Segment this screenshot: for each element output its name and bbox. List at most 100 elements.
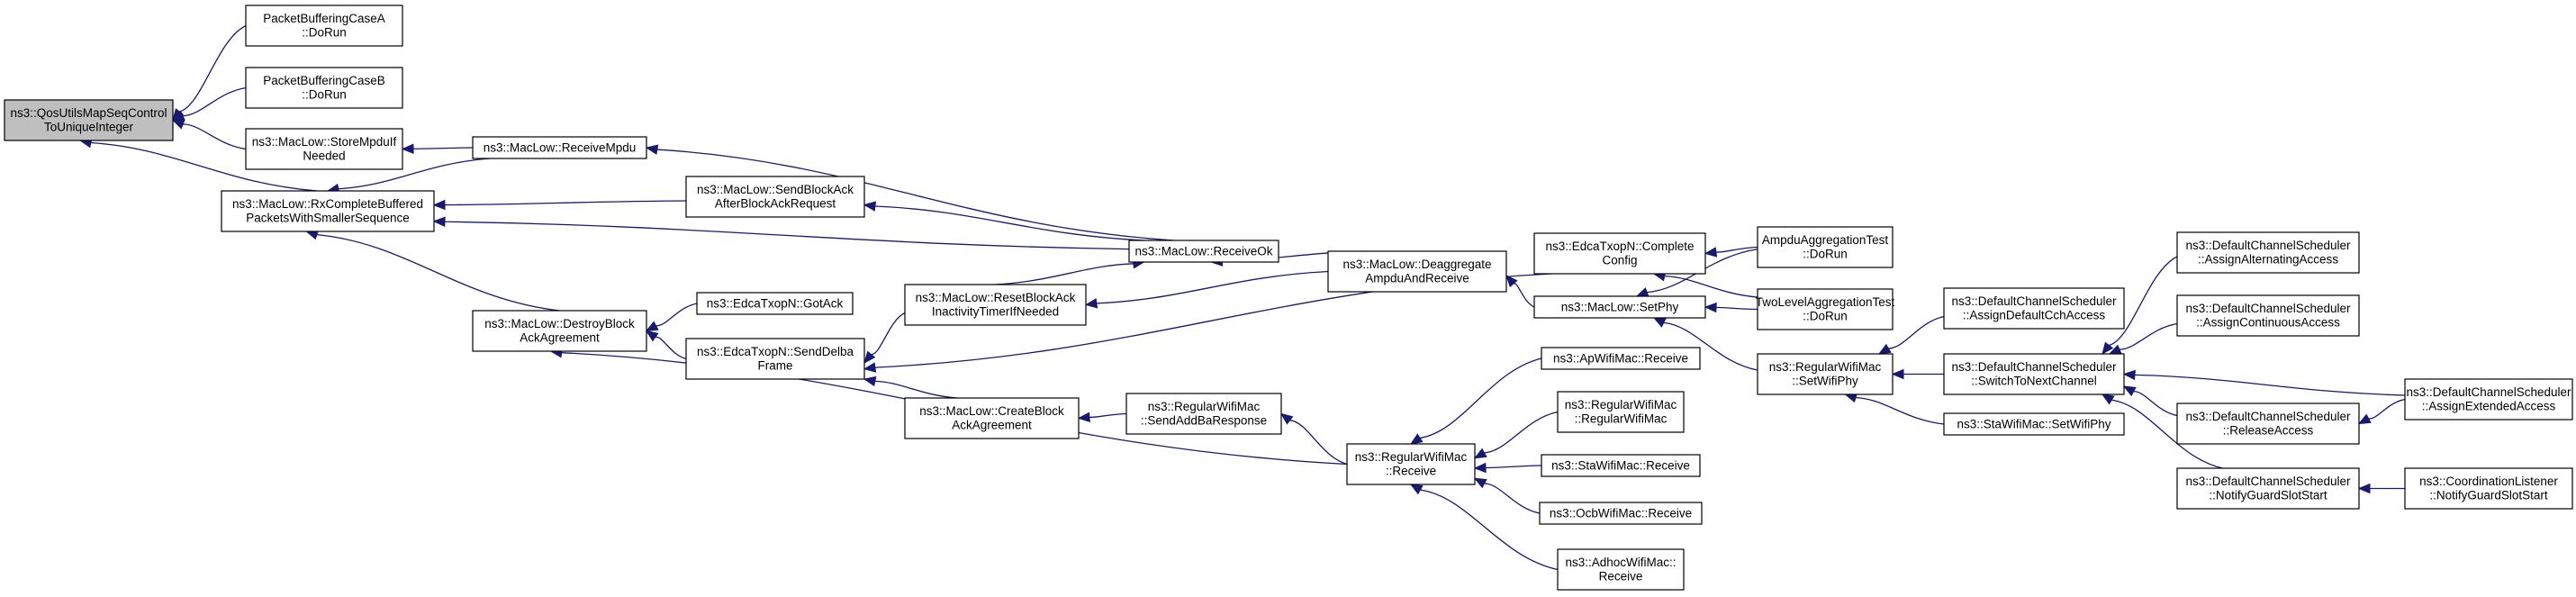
node-label-line: ns3::MacLow::Deaggregate (1342, 258, 1491, 271)
node-staSetPhy[interactable]: ns3::StaWifiMac::SetWifiPhy (1943, 412, 2125, 436)
node-ampduTest[interactable]: AmpduAggregationTest::DoRun (1757, 226, 1894, 268)
node-recvOk[interactable]: ns3::MacLow::ReceiveOk (1128, 240, 1279, 263)
node-label-line: ns3::DefaultChannelScheduler (2185, 475, 2351, 488)
edge-line (1485, 465, 1542, 469)
node-label-line: ns3::MacLow::SendBlockAck (697, 183, 854, 196)
node-pbA[interactable]: PacketBufferingCaseA::DoRun (245, 5, 403, 47)
node-box (1557, 548, 1685, 591)
edge-staSetPhy-to-rwmSetPhy (1844, 393, 1945, 425)
node-switchNext[interactable]: ns3::DefaultChannelScheduler::SwitchToNe… (1943, 353, 2125, 395)
node-assignExt[interactable]: ns3::DefaultChannelScheduler::AssignExte… (2404, 378, 2573, 421)
edge-line (338, 158, 491, 190)
node-label-line: ns3::OcbWifiMac::Receive (1550, 506, 1692, 520)
edge-line (1420, 489, 1559, 571)
node-box (1128, 240, 1279, 263)
edge-pbB-to-root (171, 86, 247, 122)
node-notifyGuard[interactable]: ns3::DefaultChannelScheduler::NotifyGuar… (2176, 467, 2360, 510)
node-label-line: ns3::ApWifiMac::Receive (1553, 351, 1688, 365)
arrowhead-icon (645, 144, 659, 155)
edge-line (90, 141, 318, 192)
node-label-line: ns3::StaWifiMac::SetWifiPhy (1957, 417, 2111, 430)
arrowhead-icon (1279, 412, 1294, 425)
node-staRecv[interactable]: ns3::StaWifiMac::Receive (1541, 454, 1701, 477)
edge-layer (78, 24, 2406, 571)
edge-resetBA-to-recvOk (995, 258, 1145, 285)
node-apRecv[interactable]: ns3::ApWifiMac::Receive (1541, 347, 1701, 370)
node-label-line: ns3::DefaultChannelScheduler (1951, 360, 2117, 374)
edge-line (874, 380, 957, 399)
node-label-line: Config (1602, 254, 1637, 267)
node-label-line: AckAgreement (952, 419, 1032, 432)
edge-staRecv-to-rwmRecv (1473, 462, 1542, 474)
node-sendBA[interactable]: ns3::MacLow::SendBlockAckAfterBlockAckRe… (685, 176, 865, 218)
edge-switchNext-to-rwmSetPhy (1891, 368, 1944, 380)
edge-pbA-to-root (172, 24, 247, 122)
arrowhead-icon (1077, 412, 1090, 423)
edge-line (1484, 411, 1559, 454)
node-assignCont[interactable]: ns3::DefaultChannelScheduler::AssignCont… (2176, 294, 2360, 337)
edge-line (655, 303, 698, 327)
node-pbB[interactable]: PacketBufferingCaseB::DoRun (245, 67, 403, 109)
arrowhead-icon (432, 199, 446, 211)
arrowhead-icon (863, 375, 877, 387)
node-box (1757, 288, 1894, 330)
edge-line (1289, 420, 1348, 466)
node-label-line: ns3::MacLow::ResetBlockAck (916, 291, 1076, 304)
edge-recvOk-to-rxcb (432, 216, 1130, 250)
node-box (904, 284, 1087, 326)
node-label-line: PacketBufferingCaseB (263, 74, 385, 87)
node-rxcb[interactable]: ns3::MacLow::RxCompleteBufferedPacketsWi… (221, 190, 435, 232)
node-ocbRecv[interactable]: ns3::OcbWifiMac::Receive (1539, 502, 1703, 525)
edge-sendDelba-to-destroy (645, 330, 687, 360)
edge-coordNotify-to-notifyGuard (2357, 483, 2405, 494)
node-assignAlt[interactable]: ns3::DefaultChannelScheduler::AssignAlte… (2176, 231, 2360, 274)
edge-twoLevel-to-complete (1652, 271, 1758, 298)
node-rwmCtor[interactable]: ns3::RegularWifiMac::RegularWifiMac (1557, 391, 1685, 433)
node-label-line: ::SwitchToNextChannel (1971, 375, 2097, 388)
node-box (1757, 353, 1894, 395)
edge-line (656, 149, 1174, 241)
node-coordNotify[interactable]: ns3::CoordinationListener::NotifyGuardSl… (2404, 467, 2573, 510)
node-twoLevel[interactable]: TwoLevelAggregationTest::DoRun (1756, 288, 1895, 330)
edge-line (412, 147, 474, 149)
node-label-line: ns3::MacLow::ReceiveOk (1134, 244, 1272, 258)
node-label-line: Frame (757, 359, 792, 373)
edge-notifyGuard-to-switchNext (2101, 393, 2223, 469)
edge-assignDefault-to-rwmSetPhy (1877, 315, 1945, 355)
node-setPhy[interactable]: ns3::MacLow::SetPhy (1533, 295, 1706, 319)
node-rwmRecv[interactable]: ns3::RegularWifiMac::Receive (1346, 443, 1476, 485)
edge-recvOk-to-recvMpdu (645, 144, 1174, 241)
arrowhead-icon (2122, 385, 2137, 397)
node-label-line: ns3::MacLow::ReceiveMpdu (484, 140, 637, 154)
node-label-line: ns3::RegularWifiMac (1565, 398, 1677, 412)
node-gotAck[interactable]: ns3::EdcaTxopN::GotAck (696, 292, 854, 315)
node-sendAddBa[interactable]: ns3::RegularWifiMac::SendAddBaResponse (1125, 393, 1282, 435)
arrowhead-icon (1704, 302, 1717, 313)
edge-line (1096, 270, 1329, 304)
edge-deaggr-to-resetBA (1084, 270, 1329, 309)
node-adhocRecv[interactable]: ns3::AdhocWifiMac::Receive (1557, 548, 1685, 591)
node-assignDefault[interactable]: ns3::DefaultChannelScheduler::AssignDefa… (1943, 287, 2125, 330)
node-recvMpdu[interactable]: ns3::MacLow::ReceiveMpdu (472, 136, 647, 159)
node-label-line: Receive (1599, 570, 1643, 583)
edge-line (871, 312, 906, 356)
edge-sendAddBa-to-createBA (1077, 412, 1127, 423)
node-label-line: ::DoRun (1803, 310, 1848, 323)
node-label-line: AmpduAggregationTest (1762, 233, 1889, 247)
arrowhead-icon (2122, 369, 2136, 381)
edge-line (2368, 398, 2406, 420)
node-rwmSetPhy[interactable]: ns3::RegularWifiMac::SetWifiPhy (1757, 353, 1894, 395)
node-label-line: ::NotifyGuardSlotStart (2209, 489, 2327, 502)
node-label-line: ns3::DefaultChannelScheduler (1951, 294, 2117, 308)
node-label-line: ::DoRun (302, 26, 347, 40)
node-resetBA[interactable]: ns3::MacLow::ResetBlockAckInactivityTime… (904, 284, 1087, 326)
edge-line (1089, 412, 1127, 419)
node-release[interactable]: ns3::DefaultChannelScheduler::ReleaseAcc… (2176, 403, 2360, 445)
